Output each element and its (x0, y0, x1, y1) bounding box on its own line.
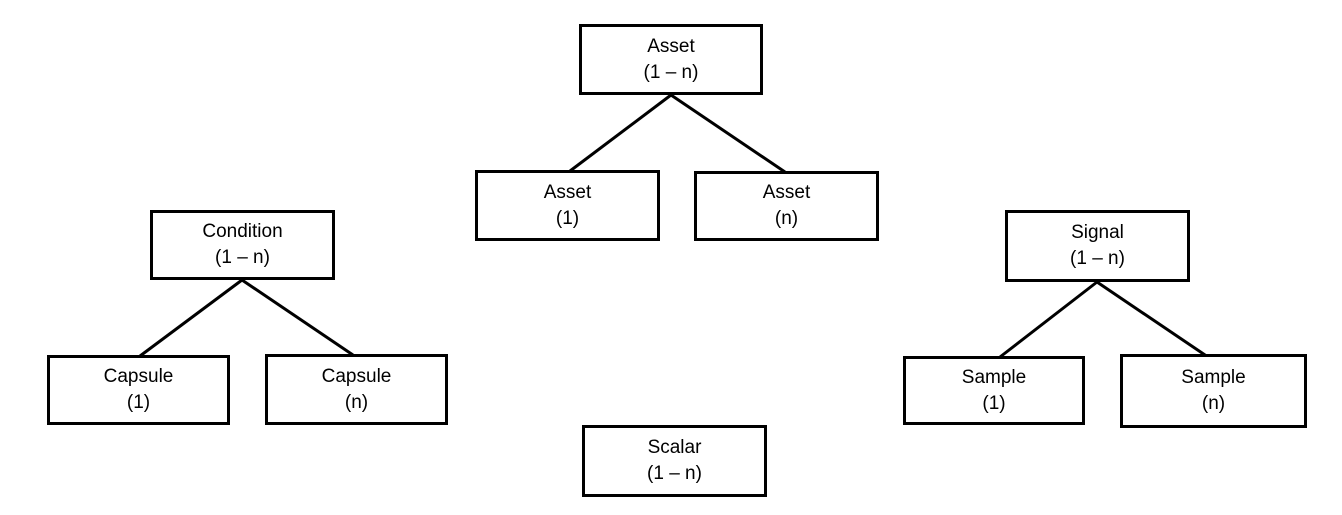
node-asset-n-cardinality: (n) (774, 208, 799, 229)
node-condition-root-cardinality: (1 – n) (215, 247, 270, 268)
connector-signal-root-to-sample-1 (999, 280, 1098, 359)
node-signal-root-title: Signal (1071, 222, 1124, 244)
node-asset-root-cardinality: (1 – n) (643, 61, 699, 83)
node-condition-root: Condition (1 – n) (150, 210, 335, 280)
node-sample-n-title: Sample (1181, 367, 1246, 389)
node-capsule-1-cardinality: (1) (126, 392, 151, 413)
node-asset-1-cardinality: (1) (555, 207, 580, 229)
connector-asset-root-to-asset-n (670, 93, 786, 174)
node-signal-root-cardinality: (1 – n) (1070, 248, 1125, 269)
node-capsule-n: Capsule (n) (265, 354, 448, 425)
node-sample-1-title: Sample (961, 366, 1027, 388)
node-sample-n-cardinality: (n) (1201, 393, 1226, 414)
node-condition-root-title: Condition (202, 221, 283, 243)
connector-condition-root-to-capsule-n (241, 278, 354, 357)
connector-condition-root-to-capsule-1 (139, 278, 243, 358)
node-scalar-root: Scalar (1 – n) (582, 425, 767, 497)
node-sample-n: Sample (n) (1120, 354, 1307, 428)
node-asset-n: Asset (n) (694, 171, 879, 241)
node-scalar-root-title: Scalar (647, 437, 702, 459)
node-asset-1: Asset (1) (475, 170, 660, 241)
connector-signal-root-to-sample-n (1096, 280, 1209, 359)
node-signal-root: Signal (1 – n) (1005, 210, 1190, 282)
node-asset-root: Asset (1 – n) (579, 24, 763, 95)
node-capsule-1-title: Capsule (103, 366, 174, 388)
node-capsule-n-cardinality: (n) (344, 391, 369, 413)
node-scalar-root-cardinality: (1 – n) (647, 463, 702, 484)
node-capsule-n-title: Capsule (321, 365, 392, 387)
node-asset-1-title: Asset (543, 181, 592, 203)
node-asset-n-title: Asset (762, 182, 811, 204)
node-capsule-1: Capsule (1) (47, 355, 230, 425)
connector-asset-root-to-asset-1 (569, 93, 672, 173)
node-sample-1-cardinality: (1) (982, 392, 1006, 414)
node-asset-root-title: Asset (647, 35, 695, 57)
node-sample-1: Sample (1) (903, 356, 1085, 425)
